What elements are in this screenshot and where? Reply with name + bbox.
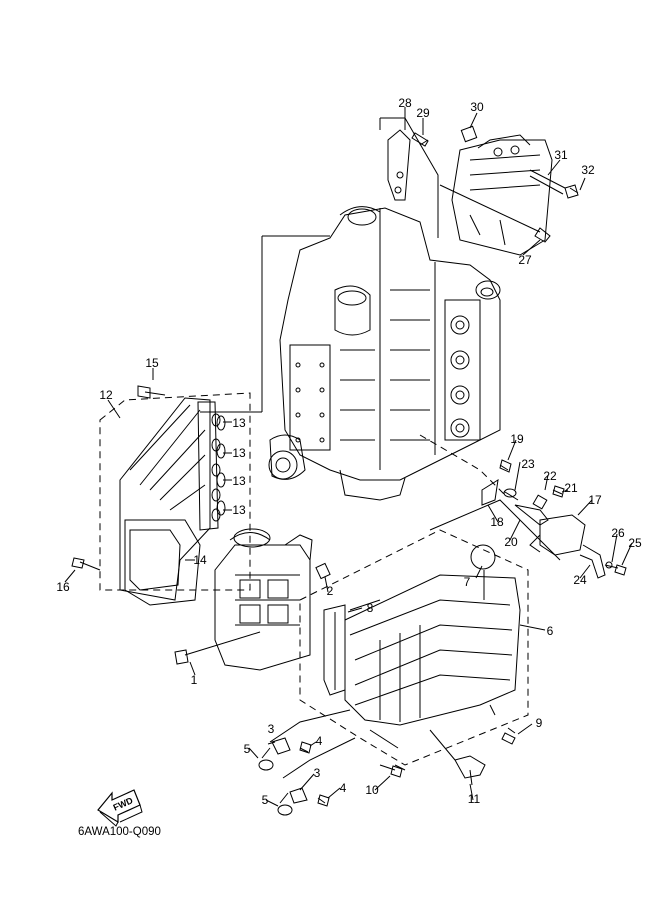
part-label-16: 16 — [56, 580, 70, 594]
part-label-15: 15 — [145, 356, 159, 370]
part-label-29: 29 — [416, 106, 430, 120]
upper-bracket-module-drawing — [379, 117, 579, 256]
fwd-arrow-icon — [97, 789, 143, 827]
part-label-4b: 4 — [339, 781, 347, 795]
part-label-18: 18 — [490, 515, 504, 529]
part-label-5a: 5 — [243, 742, 251, 756]
part-label-23: 23 — [521, 457, 535, 471]
part-label-17: 17 — [588, 493, 602, 507]
part-label-22: 22 — [543, 469, 557, 483]
part-label-6: 6 — [546, 624, 554, 638]
part-label-4a: 4 — [315, 734, 323, 748]
part-label-3a: 3 — [267, 722, 275, 736]
part-label-26: 26 — [611, 526, 625, 540]
part-label-14: 14 — [193, 553, 207, 567]
part-label-8: 8 — [366, 601, 374, 615]
part-label-2: 2 — [326, 584, 334, 598]
part-label-19: 19 — [510, 432, 524, 446]
part-label-21: 21 — [564, 481, 578, 495]
part-label-5b: 5 — [261, 793, 269, 807]
drawing-code: 6AWA100-Q090 — [78, 826, 161, 838]
part-label-3b: 3 — [313, 766, 321, 780]
part-label-13a: 13 — [232, 416, 246, 430]
leader-box-block — [200, 235, 330, 413]
part-label-25: 25 — [628, 536, 642, 550]
part-label-1: 1 — [190, 673, 198, 687]
right-bracket-parts-drawing — [419, 434, 627, 579]
part-label-9: 9 — [535, 716, 543, 730]
part-label-12: 12 — [99, 388, 113, 402]
part-label-28: 28 — [398, 96, 412, 110]
part-label-27: 27 — [518, 253, 532, 267]
part-label-7: 7 — [463, 575, 471, 589]
lower-fittings-drawing — [258, 709, 486, 816]
part-label-32: 32 — [581, 163, 595, 177]
part-label-30: 30 — [470, 100, 484, 114]
leader-lines — [64, 107, 633, 807]
left-plate-assembly-drawing — [71, 385, 251, 606]
part-label-13c: 13 — [232, 474, 246, 488]
part-label-24: 24 — [573, 573, 587, 587]
part-label-31: 31 — [554, 148, 568, 162]
intake-manifold-drawing — [299, 529, 529, 771]
part-label-13b: 13 — [232, 446, 246, 460]
cylinder-block-drawing — [268, 206, 501, 501]
part-label-13d: 13 — [232, 503, 246, 517]
part-label-20: 20 — [504, 535, 518, 549]
throttle-body-drawing — [174, 528, 331, 671]
part-label-10: 10 — [365, 783, 379, 797]
part-label-11: 11 — [467, 792, 481, 806]
